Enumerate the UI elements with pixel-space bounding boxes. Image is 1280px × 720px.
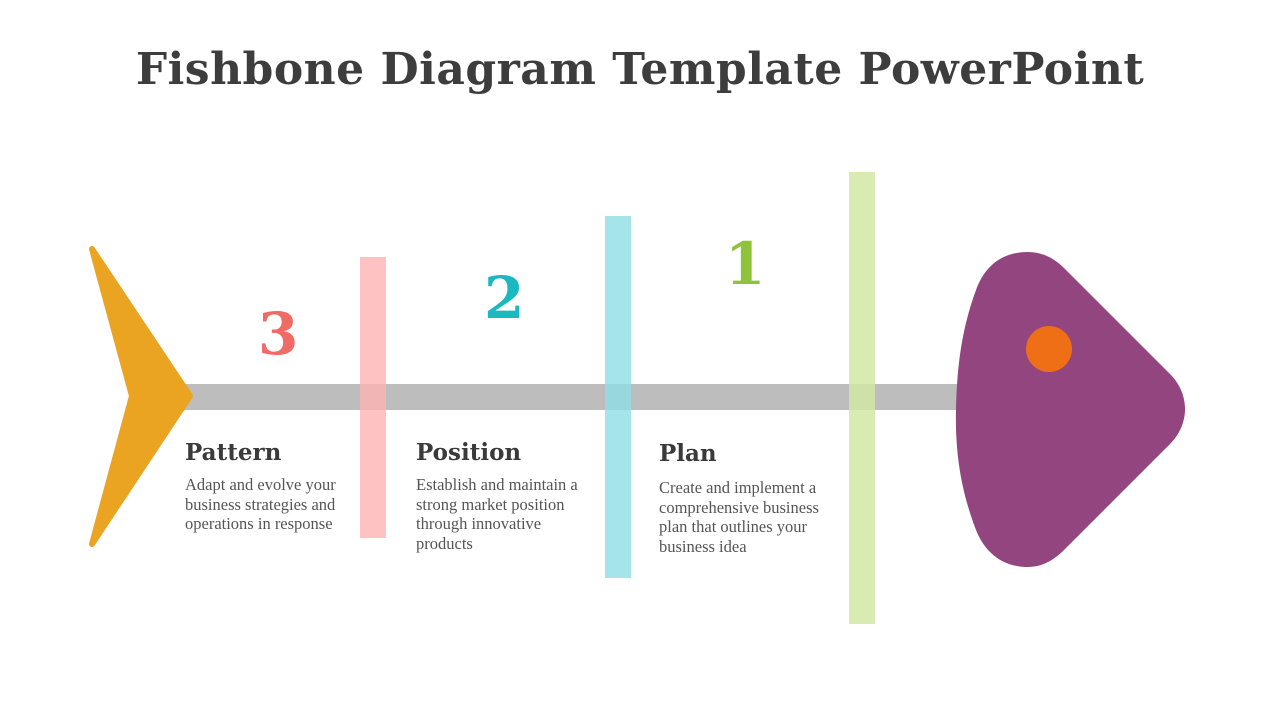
fish-eye <box>1026 326 1072 372</box>
heading-plan: Plan <box>659 440 717 467</box>
description-plan: Create and implement a comprehensive bus… <box>659 478 819 556</box>
number-plan: 1 <box>725 230 766 298</box>
number-position: 2 <box>484 264 525 332</box>
description-position: Establish and maintain a strong market p… <box>416 475 578 553</box>
slide-title: Fishbone Diagram Template PowerPoint <box>135 44 1145 95</box>
fish-spine <box>180 384 980 410</box>
heading-position: Position <box>416 439 522 466</box>
description-pattern: Adapt and evolve your business strategie… <box>185 475 336 533</box>
heading-pattern: Pattern <box>185 439 282 466</box>
number-pattern: 3 <box>258 300 299 368</box>
bone-pattern <box>360 257 386 538</box>
bone-position <box>605 216 631 578</box>
fish-head <box>955 252 1185 567</box>
bone-plan <box>849 172 875 624</box>
fish-tail <box>89 246 193 547</box>
